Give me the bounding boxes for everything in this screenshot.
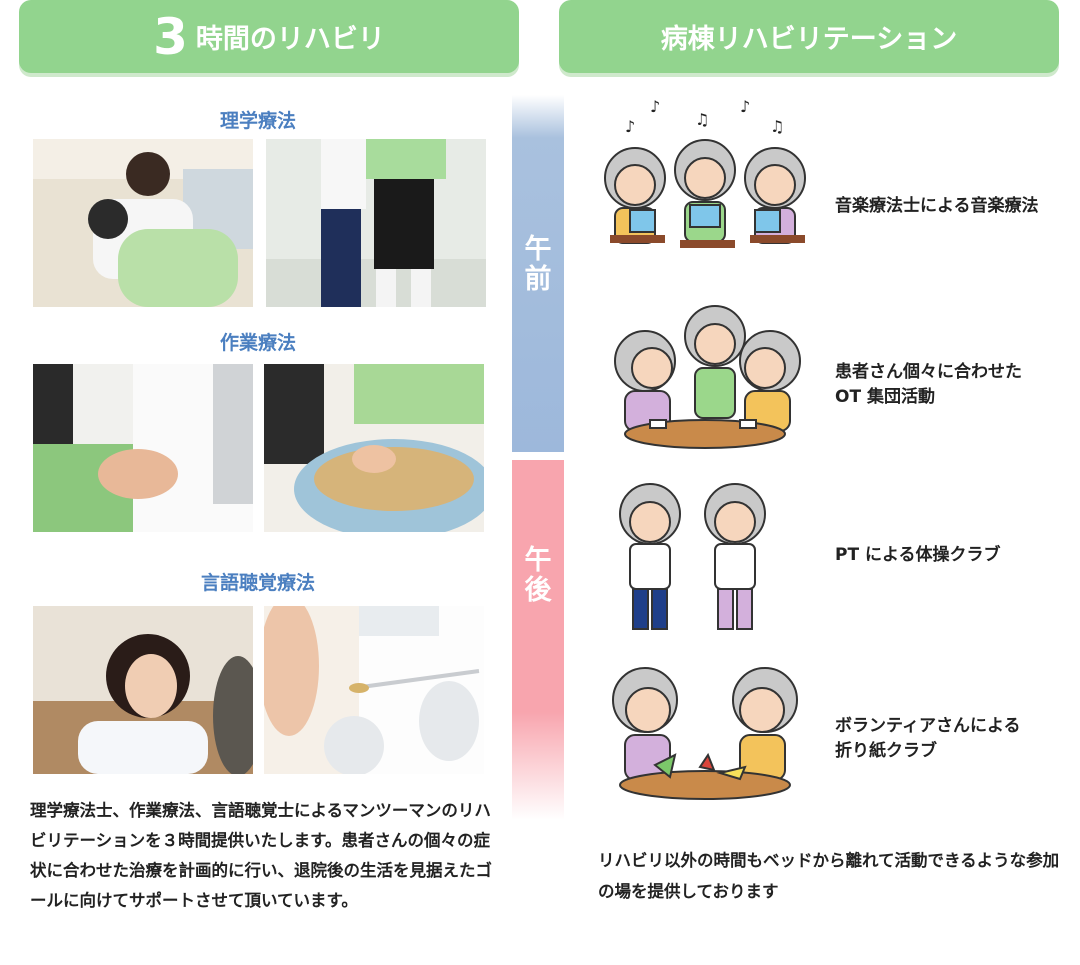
st-photo-2: [264, 606, 484, 774]
afternoon-bar: 午 後: [512, 460, 564, 820]
speech-therapy-heading: 言語聴覚療法: [200, 572, 315, 594]
left-description: 理学療法士、作業療法、言語聴覚士によるマンツーマンのリハビリテーションを３時間提…: [30, 801, 492, 910]
svg-text:♪: ♪: [740, 100, 750, 116]
svg-text:♫: ♫: [695, 110, 709, 129]
occupational-therapy-heading: 作業療法: [219, 332, 296, 354]
physical-therapy-heading: 理学療法: [219, 110, 296, 132]
banner-number: 3: [153, 7, 188, 66]
pt-photo-1: [33, 139, 253, 307]
activity-ot-group: 患者さん個々に合わせた OT 集団活動: [835, 360, 1065, 410]
right-description: リハビリ以外の時間もベッドから離れて活動できるような参加の場を提供しております: [598, 851, 1060, 901]
rehab-3hours-banner: 3 時間のリハビリ: [19, 0, 519, 73]
ward-rehab-banner: 病棟リハビリテーション: [559, 0, 1059, 73]
ot-group-illustration: [600, 296, 810, 466]
activity-line: ボランティアさんによる: [835, 716, 1021, 736]
svg-text:♫: ♫: [770, 117, 784, 136]
pt-photo-2: [266, 139, 486, 307]
afternoon-char-1: 午: [524, 545, 552, 576]
morning-char-2: 前: [524, 264, 552, 295]
morning-char-1: 午: [524, 234, 552, 265]
activity-origami: ボランティアさんによる 折り紙クラブ: [835, 714, 1065, 764]
activity-music-therapy: 音楽療法士による音楽療法: [835, 194, 1065, 219]
music-therapy-illustration: ♪ ♪ ♫ ♪ ♫: [600, 100, 810, 270]
activity-line: 折り紙クラブ: [835, 741, 937, 761]
banner-title: 病棟リハビリテーション: [660, 24, 958, 55]
activity-pt-exercise: PT による体操クラブ: [835, 543, 1065, 568]
svg-text:♪: ♪: [625, 117, 635, 136]
svg-text:♪: ♪: [650, 100, 660, 116]
afternoon-char-2: 後: [524, 575, 552, 606]
activity-line: 音楽療法士による音楽療法: [835, 196, 1039, 216]
st-photo-1: [33, 606, 253, 774]
pt-exercise-illustration: [600, 474, 810, 644]
activity-line: 患者さん個々に合わせた: [835, 362, 1022, 382]
banner-title: 時間のリハビリ: [195, 24, 385, 55]
activity-line: PT による体操クラブ: [835, 545, 1001, 565]
morning-bar: 午 前: [512, 95, 564, 452]
ot-photo-1: [33, 364, 253, 532]
activity-line: OT 集団活動: [835, 387, 935, 407]
origami-illustration: [600, 655, 810, 825]
ot-photo-2: [264, 364, 484, 532]
